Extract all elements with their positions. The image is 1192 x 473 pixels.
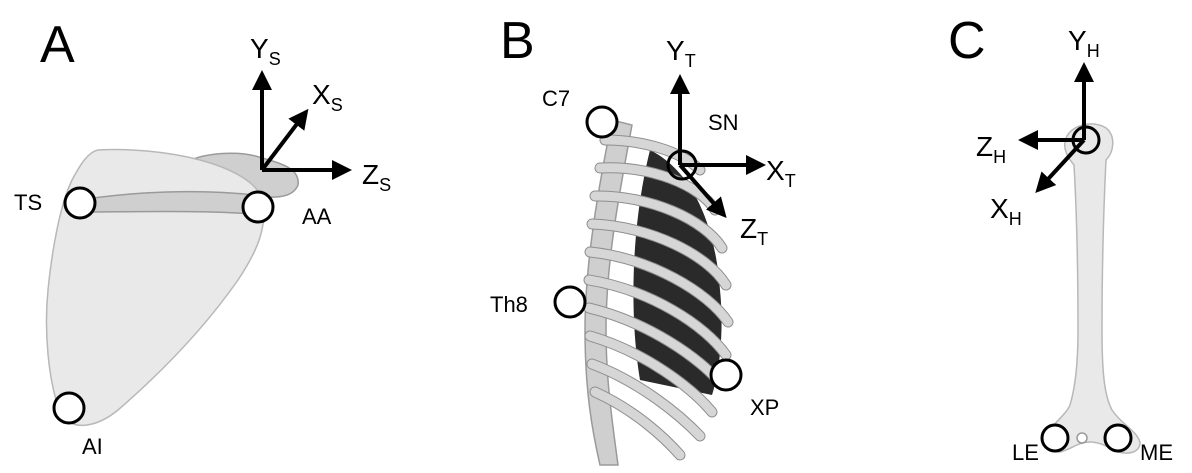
panel-b-letter: B xyxy=(500,12,535,70)
landmark-le-marker xyxy=(1042,425,1068,451)
scapula-z-axis-label: ZS xyxy=(362,159,391,195)
landmark-me-marker xyxy=(1105,425,1131,451)
humerus-x-axis-label: XH xyxy=(990,193,1022,229)
landmark-ts-label: TS xyxy=(14,190,42,215)
landmark-sn-label: SN xyxy=(708,110,739,135)
landmark-c7-marker xyxy=(587,107,617,137)
scapula-x-axis-label: XS xyxy=(312,79,343,115)
panel-b: B xyxy=(490,12,796,465)
landmark-ts-marker xyxy=(65,188,95,218)
panel-a: A TS AA AI YS XS ZS xyxy=(14,16,391,459)
landmark-c7-label: C7 xyxy=(542,86,570,111)
landmark-le-label: LE xyxy=(1012,440,1039,465)
panel-c: C LE ME YH ZH XH xyxy=(948,12,1173,465)
landmark-ai-label: AI xyxy=(82,434,103,459)
humerus-z-axis-label: ZH xyxy=(976,131,1006,167)
landmark-th8-marker xyxy=(555,287,585,317)
landmark-xp-label: XP xyxy=(750,395,779,420)
panel-c-letter: C xyxy=(948,12,986,70)
landmark-aa-label: AA xyxy=(302,204,332,229)
thorax-x-axis-label: XT xyxy=(766,155,796,191)
scapula-x-axis xyxy=(262,112,306,170)
humerus-illustration xyxy=(1045,124,1140,453)
scapula-coordinate-frame: YS XS ZS xyxy=(250,33,391,195)
thorax-z-axis-label: ZT xyxy=(740,213,768,249)
landmark-th8-label: Th8 xyxy=(490,292,528,317)
humerus-y-axis-label: YH xyxy=(1068,25,1100,61)
landmark-ai-marker xyxy=(54,393,84,423)
scapula-y-axis-label: YS xyxy=(250,33,281,69)
thorax-y-axis-label: YT xyxy=(666,35,696,71)
landmark-me-label: ME xyxy=(1140,440,1173,465)
panel-a-letter: A xyxy=(40,16,75,74)
ribcage-illustration xyxy=(585,120,728,465)
landmark-xp-marker xyxy=(711,360,741,390)
landmark-aa-marker xyxy=(243,192,273,222)
